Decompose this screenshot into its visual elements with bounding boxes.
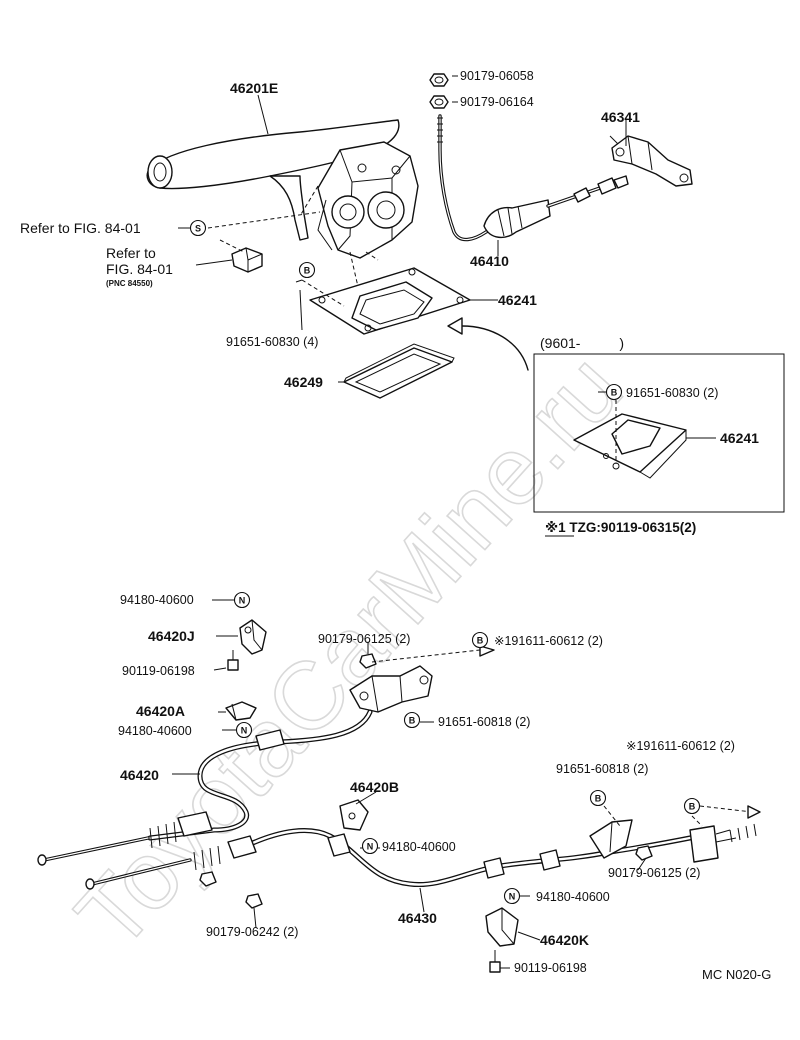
mark-B-2: B [471, 631, 489, 649]
label-46420B: 46420B [350, 779, 399, 795]
label-inset-range: (9601- ) [540, 335, 624, 351]
label-fig-84-01: FIG. 84-01 [106, 261, 173, 277]
nut-90179-06242-drawing [199, 871, 263, 909]
rear-cable-46430-drawing [85, 805, 757, 890]
svg-text:N: N [367, 842, 374, 852]
bolt-90119-06198-a-drawing [227, 650, 239, 671]
equalizer-46341-drawing [609, 135, 693, 187]
mark-B-4: B [589, 789, 607, 807]
label-refer-to: Refer to [106, 245, 156, 261]
right-bolt-leader [699, 805, 761, 819]
gasket-46249-drawing [343, 343, 455, 399]
label-inset-46241: 46241 [720, 430, 759, 446]
label-90179-06164: 90179-06164 [460, 95, 534, 109]
svg-text:B: B [409, 716, 416, 726]
mark-B-1: B [298, 261, 316, 279]
parking-brake-lever-drawing [146, 119, 419, 331]
label-pnc-84550: (PNC 84550) [106, 279, 153, 288]
boot-plate-46241-drawing [301, 267, 498, 335]
label-90179-06058: 90179-06058 [460, 69, 534, 83]
svg-text:B: B [611, 388, 618, 398]
label-90179-06242: 90179-06242 (2) [206, 925, 298, 939]
front-cable-46410-drawing [437, 114, 629, 242]
label-46430: 46430 [398, 910, 437, 926]
clamp-46420A-drawing [225, 701, 257, 721]
svg-text:N: N [509, 892, 516, 902]
svg-text:B: B [595, 794, 602, 804]
inset-box [533, 353, 785, 513]
svg-text:S: S [195, 224, 201, 234]
label-94180-40600-b: 94180-40600 [118, 724, 192, 738]
label-46249: 46249 [284, 374, 323, 390]
label-46201E: 46201E [230, 80, 278, 96]
mark-N-4: N [503, 887, 521, 905]
bracket-46420J-drawing [239, 619, 267, 655]
svg-text:B: B [477, 636, 484, 646]
svg-text:B: B [689, 802, 696, 812]
label-46420: 46420 [120, 767, 159, 783]
svg-text:N: N [239, 596, 246, 606]
label-refer-fig-84-01-a: Refer to FIG. 84-01 [20, 220, 141, 236]
label-46341: 46341 [601, 109, 640, 125]
label-46241: 46241 [498, 292, 537, 308]
figure-code: MC N020-G [702, 967, 771, 982]
label-191611-60612-b: ※191611-60612 (2) [626, 739, 735, 753]
mark-S-1: S [189, 219, 207, 237]
label-94180-40600-a: 94180-40600 [120, 593, 194, 607]
label-46420A: 46420A [136, 703, 185, 719]
label-90179-06125-b: 90179-06125 (2) [608, 866, 700, 880]
nut-90179-06058-drawing [429, 73, 449, 87]
mark-N-1: N [233, 591, 251, 609]
label-46420K: 46420K [540, 932, 589, 948]
label-90179-06125-a: 90179-06125 (2) [318, 632, 410, 646]
label-94180-40600-d: 94180-40600 [536, 890, 610, 904]
label-91651-60818-a: 91651-60818 (2) [438, 715, 530, 729]
label-94180-40600-c: 94180-40600 [382, 840, 456, 854]
label-91651-60830-4: 91651-60830 (4) [226, 335, 318, 349]
svg-text:B: B [304, 266, 311, 276]
label-90119-06198-a: 90119-06198 [122, 664, 195, 678]
label-tzg-note: ※1 TZG:90119-06315(2) [545, 520, 696, 535]
nut-90179-06125-b-drawing [635, 845, 653, 861]
mark-B-5: B [683, 797, 701, 815]
watermark: ToyotaCarMine.ru [56, 334, 642, 969]
label-90119-06198-b: 90119-06198 [514, 961, 587, 975]
mark-N-2: N [235, 721, 253, 739]
label-91651-60818-b: 91651-60818 (2) [556, 762, 648, 776]
label-inset-91651-60830-2: 91651-60830 (2) [626, 386, 718, 400]
bolt-90119-06198-b-drawing [489, 950, 501, 973]
mark-B-3: B [403, 711, 421, 729]
nut-90179-06125-a-drawing [359, 653, 377, 669]
revision-arrow [447, 317, 529, 371]
mark-N-3: N [361, 837, 379, 855]
bracket-46420K-drawing [485, 907, 519, 947]
label-46420J: 46420J [148, 628, 195, 644]
label-46410: 46410 [470, 253, 509, 269]
part-labels: 46201E 90179-06058 90179-06164 46341 Ref… [20, 69, 771, 982]
mark-B-inset: B [605, 383, 623, 401]
bracket-46420B-drawing [339, 799, 369, 831]
svg-text:N: N [241, 726, 248, 736]
label-191611-60612-a: ※191611-60612 (2) [494, 634, 603, 648]
nut-90179-06164-drawing [429, 95, 449, 109]
rear-cable-46420-drawing [37, 709, 373, 866]
